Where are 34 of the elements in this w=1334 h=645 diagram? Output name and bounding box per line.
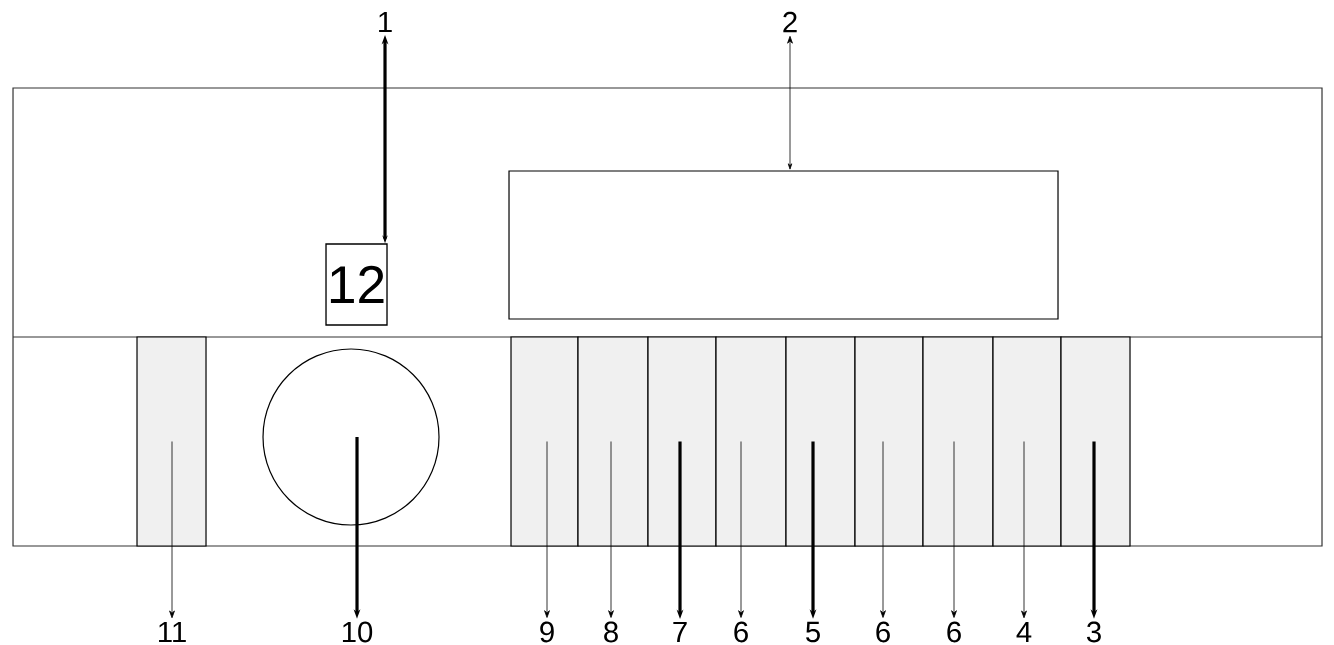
key xyxy=(992,336,1062,547)
leader-line xyxy=(608,441,614,618)
callout-number: 10 xyxy=(342,621,373,643)
leader-line xyxy=(1021,441,1027,619)
key xyxy=(715,336,787,547)
leader-line xyxy=(787,35,793,170)
key xyxy=(854,336,924,547)
leader-line xyxy=(738,441,744,618)
callout-number: 4 xyxy=(1016,621,1032,643)
callout-number: 3 xyxy=(1086,621,1101,643)
key xyxy=(922,336,994,547)
callout-number: 1 xyxy=(379,11,392,33)
callout-number: 9 xyxy=(540,621,554,643)
key xyxy=(647,336,717,547)
digit-display: 12 xyxy=(325,243,388,326)
leader-line xyxy=(951,441,957,618)
screen-window xyxy=(508,170,1059,320)
leader-line xyxy=(880,441,886,618)
callout-number: 11 xyxy=(159,621,186,643)
callout-number: 6 xyxy=(734,621,748,643)
key xyxy=(510,336,579,547)
key xyxy=(136,336,207,547)
callout-number: 6 xyxy=(947,621,961,643)
leader-line xyxy=(544,441,550,618)
key xyxy=(577,336,649,547)
key xyxy=(1060,336,1131,547)
callout-number: 6 xyxy=(876,621,890,643)
callout-number: 7 xyxy=(673,621,687,643)
callout-number: 5 xyxy=(806,621,820,643)
knob xyxy=(262,348,440,526)
leader-line xyxy=(169,441,175,619)
key xyxy=(785,336,856,547)
callout-number: 2 xyxy=(783,11,797,33)
callout-number: 8 xyxy=(604,621,618,643)
